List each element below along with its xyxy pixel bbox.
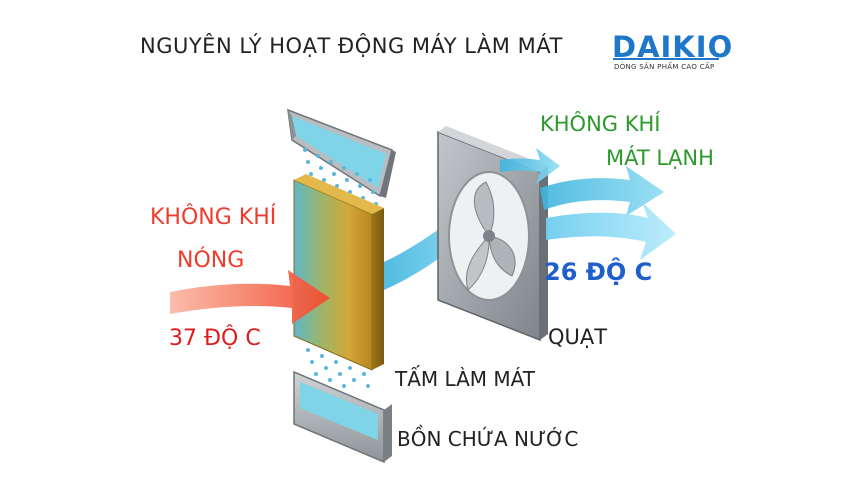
cooling-pad-label: TẤM LÀM MÁT	[395, 367, 536, 391]
water-droplets-bottom	[306, 348, 370, 388]
cool-air-label-line1: KHÔNG KHÍ	[540, 112, 661, 136]
logo-mark	[613, 58, 719, 60]
cool-air-arrows	[500, 148, 676, 260]
cooling-pad	[293, 174, 384, 371]
hot-air-label-line1: KHÔNG KHÍ	[150, 205, 277, 230]
logo-brand: DAIKIO	[612, 30, 734, 64]
fan-label: QUẠT	[548, 325, 608, 349]
fan	[437, 126, 548, 342]
water-distributor	[287, 108, 396, 198]
cool-air-temperature: 26 ĐỘ C	[544, 258, 653, 286]
page-title: NGUYÊN LÝ HOẠT ĐỘNG MÁY LÀM MÁT	[140, 34, 563, 58]
water-tank	[293, 370, 392, 464]
hot-air-label-line2: NÓNG	[177, 248, 245, 273]
logo-tagline: DÒNG SẢN PHẨM CAO CẤP	[614, 63, 715, 71]
hot-air-arrow	[170, 270, 330, 324]
water-tank-label: BỒN CHỨA NƯỚC	[397, 427, 579, 451]
water-droplets-top	[303, 148, 378, 206]
cool-air-label-line2: MÁT LẠNH	[606, 146, 714, 170]
hot-air-temperature: 37 ĐỘ C	[169, 326, 261, 351]
